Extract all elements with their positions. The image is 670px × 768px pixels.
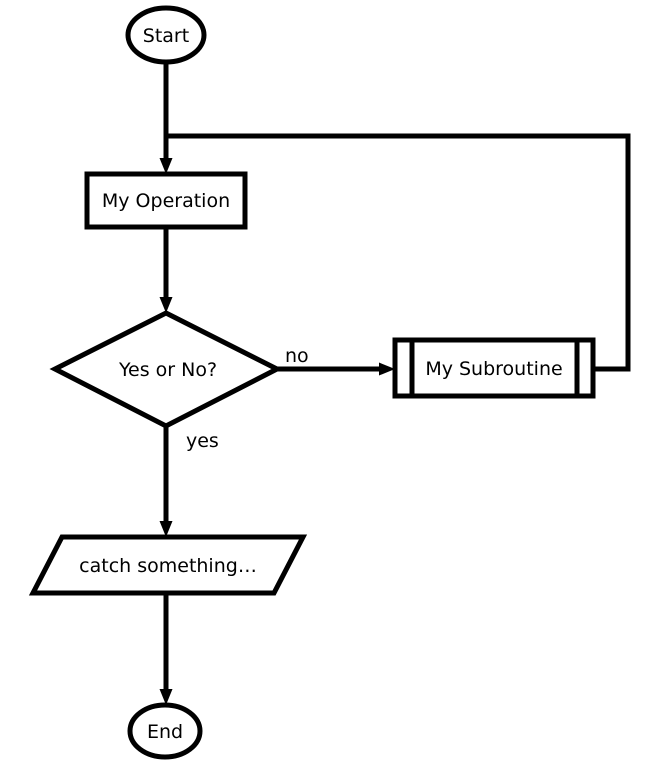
subroutine-node: My Subroutine xyxy=(392,337,596,399)
start-node: Start xyxy=(125,5,207,65)
edge-start-to-operation xyxy=(159,58,173,174)
decision-shape xyxy=(49,310,283,429)
edge-subroutine-return xyxy=(166,133,631,372)
arrowhead-icon xyxy=(159,689,173,705)
terminator-shape xyxy=(125,5,207,65)
operation-node: My Operation xyxy=(84,171,248,230)
edge-operation-to-decision xyxy=(159,225,173,313)
decision-node: Yes or No? xyxy=(49,310,283,429)
arrowhead-icon xyxy=(159,297,173,313)
arrowhead-icon xyxy=(379,362,395,376)
edge-line xyxy=(166,133,631,372)
edge-label-no: no xyxy=(285,345,309,367)
edge-decision-to-catch: yes xyxy=(159,422,219,537)
catch-node: catch something… xyxy=(28,534,308,596)
catch-label: catch something… xyxy=(79,555,257,577)
terminator-shape xyxy=(127,702,203,760)
end-label: End xyxy=(147,721,183,743)
edge-decision-to-subroutine: no xyxy=(273,345,395,376)
process-shape xyxy=(84,171,248,230)
arrowhead-icon xyxy=(159,521,173,537)
arrowhead-icon xyxy=(159,158,173,174)
operation-label: My Operation xyxy=(102,190,230,212)
edges-layer: no yes xyxy=(159,58,631,705)
end-node: End xyxy=(127,702,203,760)
edge-label-yes: yes xyxy=(186,430,219,452)
start-label: Start xyxy=(143,25,189,47)
nodes-layer: Start My Operation Yes or No? My Subrout… xyxy=(28,5,596,760)
decision-label: Yes or No? xyxy=(118,359,217,381)
edge-catch-to-end xyxy=(159,591,173,705)
subroutine-label: My Subroutine xyxy=(425,358,562,380)
parallelogram-shape xyxy=(28,534,308,596)
subroutine-shape xyxy=(392,337,596,399)
